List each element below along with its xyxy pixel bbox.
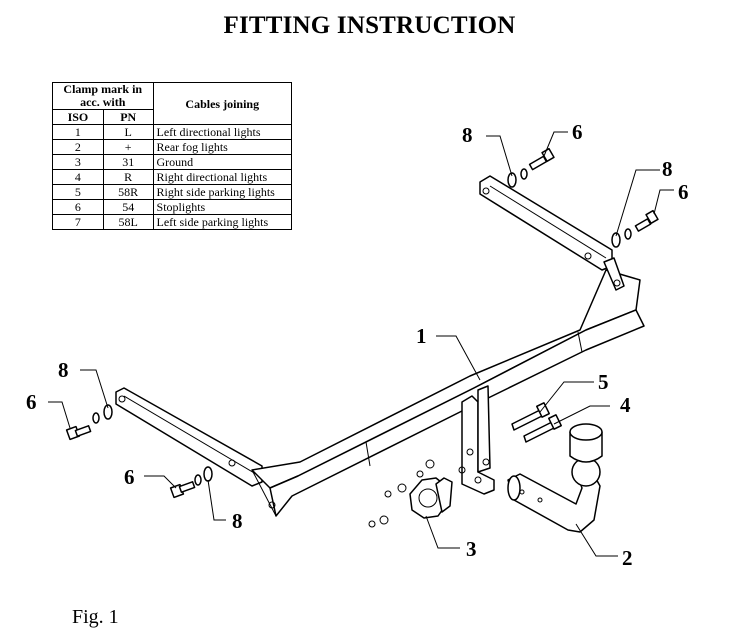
bolt-part-4 bbox=[523, 414, 562, 443]
pn-cell: 31 bbox=[102, 154, 154, 170]
pn-cell: 58L bbox=[102, 214, 154, 230]
figure-label: Fig. 1 bbox=[72, 606, 119, 628]
crossbar-part-1 bbox=[115, 175, 645, 517]
fastener-group-top-right bbox=[611, 209, 659, 248]
socket-plate-part-3 bbox=[368, 459, 453, 528]
cable-cell: Left side parking lights bbox=[152, 214, 293, 230]
hitch-mount-plate bbox=[458, 385, 495, 495]
callout-6-top: 6 bbox=[572, 120, 583, 144]
callout-1: 1 bbox=[416, 324, 427, 348]
page-title: FITTING INSTRUCTION bbox=[223, 12, 516, 39]
callout-6-left: 6 bbox=[26, 390, 37, 414]
ball-neck-part-2 bbox=[507, 423, 603, 533]
header-cables-joining: Cables joining bbox=[152, 82, 293, 125]
cable-cell: Right side parking lights bbox=[152, 184, 293, 200]
iso-cell: 7 bbox=[52, 214, 104, 230]
pn-cell: 54 bbox=[102, 199, 154, 215]
callout-6-bottom: 6 bbox=[124, 465, 135, 489]
cable-cell: Stoplights bbox=[152, 199, 293, 215]
cable-joining-table: Clamp mark in acc. with Cables joining I… bbox=[52, 82, 293, 230]
fastener-group-bottom-left bbox=[169, 466, 213, 499]
table-row: 3 31 Ground bbox=[52, 154, 293, 170]
header-pn: PN bbox=[102, 109, 154, 125]
callout-8-top: 8 bbox=[462, 123, 473, 147]
cable-cell: Ground bbox=[152, 154, 293, 170]
fastener-group-top-left bbox=[507, 147, 555, 188]
header-clamp-mark: Clamp mark in acc. with bbox=[52, 82, 154, 110]
bolt-part-5 bbox=[511, 402, 550, 431]
callout-8-bottom: 8 bbox=[232, 509, 243, 533]
callout-6-right: 6 bbox=[678, 180, 689, 204]
table-row: 7 58L Left side parking lights bbox=[52, 214, 293, 230]
callout-8-left: 8 bbox=[58, 358, 69, 382]
callout-5: 5 bbox=[598, 370, 609, 394]
fastener-group-left bbox=[65, 404, 113, 441]
callout-2: 2 bbox=[622, 546, 633, 570]
table-row: 6 54 Stoplights bbox=[52, 199, 293, 215]
cable-cell: Right directional lights bbox=[152, 169, 293, 185]
table-row: 4 R Right directional lights bbox=[52, 169, 293, 185]
callout-4: 4 bbox=[620, 393, 631, 417]
callout-8-right: 8 bbox=[662, 157, 673, 181]
callout-3: 3 bbox=[466, 537, 477, 561]
leader-lines bbox=[48, 131, 674, 557]
